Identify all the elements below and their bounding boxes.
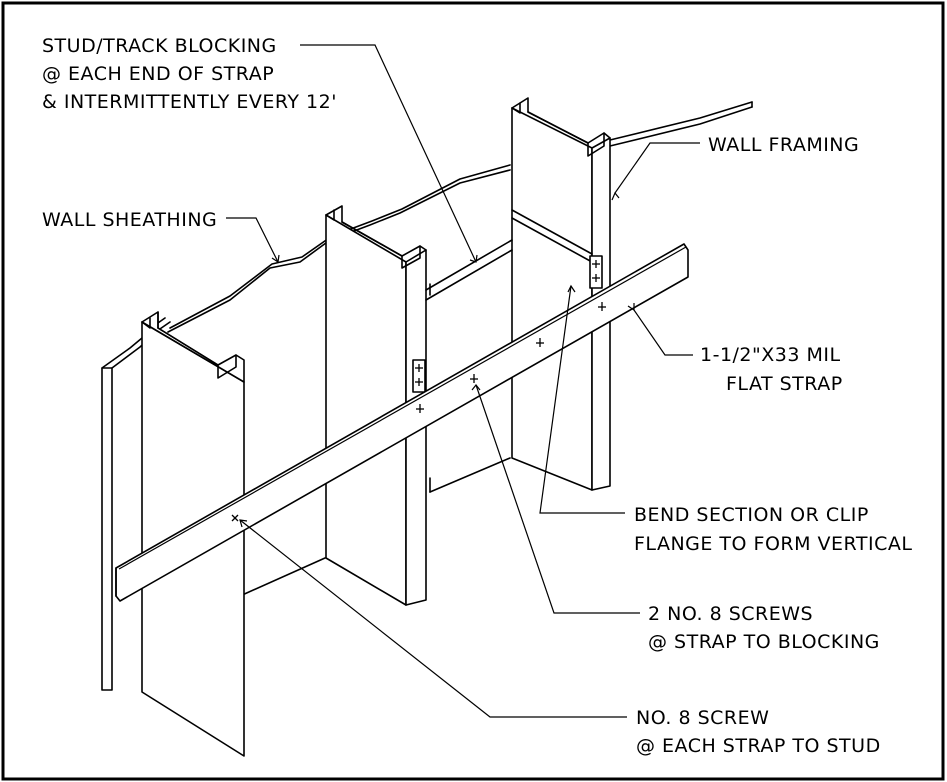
screw-mark: [416, 404, 424, 413]
clip-plate-back: [589, 255, 603, 289]
screw-mark: [470, 374, 478, 383]
label-wall-framing: WALL FRAMING: [708, 134, 859, 156]
screw-mark: [598, 302, 606, 311]
flat-strap: [115, 243, 689, 602]
label-wall-sheathing: WALL SHEATHING: [42, 209, 217, 231]
leader-screws-blocking: [475, 384, 640, 614]
leader-lines: [226, 44, 700, 718]
stud-back: [511, 97, 611, 491]
label-flat-strap: 1-1/2"X33 MIL FLAT STRAP: [700, 344, 847, 395]
leader-wall-framing: [614, 142, 700, 194]
leader-bend-section: [539, 285, 625, 514]
screw-mark: [231, 514, 239, 522]
label-bend-section: BEND SECTION OR CLIP FLANGE TO FORM VERT…: [634, 504, 912, 555]
leader-flat-strap: [633, 309, 693, 356]
clip-plate-middle: [412, 359, 426, 393]
screw-mark: [536, 338, 544, 347]
label-screw-stud: NO. 8 SCREW @ EACH STRAP TO STUD: [636, 707, 881, 757]
leader-wall-sheathing: [226, 217, 279, 263]
leader-screw-stud: [239, 519, 627, 718]
strap-screws: [231, 302, 606, 522]
label-blocking: STUD/TRACK BLOCKING @ EACH END OF STRAP …: [42, 35, 337, 113]
label-screws-blocking: 2 NO. 8 SCREWS @ STRAP TO BLOCKING: [648, 603, 880, 653]
stud-track-blocking: [425, 209, 593, 301]
leader-blocking: [300, 44, 477, 263]
